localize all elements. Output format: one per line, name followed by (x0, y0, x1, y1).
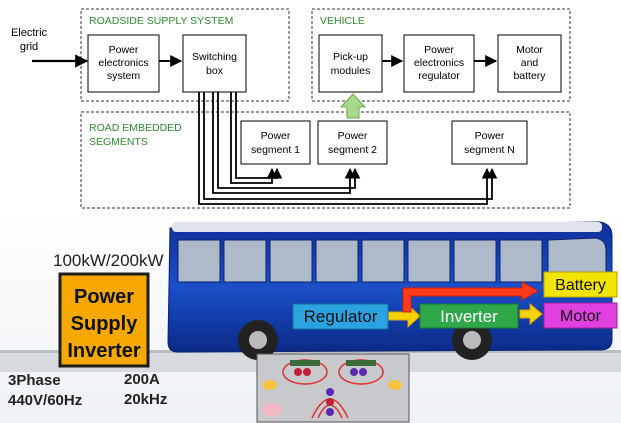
electric-grid-label-line2: grid (20, 41, 38, 53)
motor-box (543, 302, 618, 329)
power-segment-n-block (451, 120, 528, 165)
feeder-segment-n (198, 92, 498, 205)
power-electronics-regulator-label-3: regulator (418, 70, 460, 82)
input-phase-label: 3Phase (8, 372, 61, 389)
power-segment-n-label-2: segment N (464, 144, 515, 156)
power-segment-1-label: Power (261, 130, 291, 142)
vehicle-title: VEHICLE (320, 15, 365, 27)
road-segments-title-line1: ROAD EMBEDDED (89, 122, 182, 134)
power-supply-inverter-box (58, 272, 150, 368)
motor-battery-label-3: battery (513, 70, 546, 82)
power-segment-1-block (240, 120, 311, 165)
inverter-box-line3: Inverter (67, 340, 141, 362)
switching-box-label-2: box (206, 65, 224, 77)
pickup-modules-label: Pick-up (333, 51, 368, 63)
bus-windows (177, 237, 607, 283)
switching-box-label: Switching (192, 51, 237, 63)
power-segment-2-label-2: segment 2 (328, 144, 377, 156)
power-segment-n-label: Power (475, 130, 505, 142)
power-electronics-system-label-2: electronics (98, 57, 148, 69)
battery-label: Battery (555, 277, 606, 294)
roadside-supply-title: ROADSIDE SUPPLY SYSTEM (89, 15, 233, 27)
power-electronics-regulator-label: Power (424, 44, 454, 56)
motor-label: Motor (560, 308, 602, 325)
output-frequency-label: 20kHz (124, 391, 167, 408)
power-electronics-regulator-label-2: electronics (414, 57, 464, 69)
power-electronics-system-label: Power (109, 44, 139, 56)
power-segment-1-label-2: segment 1 (251, 144, 300, 156)
bus-roof (172, 222, 602, 232)
road-segments-title-line2: SEGMENTS (89, 136, 148, 148)
power-rating-label: 100kW/200kW (53, 251, 164, 270)
motor-battery-block (497, 34, 562, 93)
inverter-box-line1: Power (74, 286, 134, 308)
battery-box (543, 271, 618, 298)
motor-battery-label: Motor (516, 44, 543, 56)
feeder-segment-1 (230, 92, 283, 184)
inverter-box-line2: Supply (71, 313, 139, 335)
electric-grid-label-line1: Electric (11, 27, 48, 39)
feeder-segment-2 (212, 92, 361, 194)
block-diagram: ROADSIDE SUPPLY SYSTEM VEHICLE ROAD EMBE… (11, 8, 571, 209)
power-segment-2-label: Power (338, 130, 368, 142)
motor-battery-label-2: and (521, 57, 539, 69)
road-segments-frame (80, 111, 571, 209)
regulator-label: Regulator (304, 307, 378, 326)
power-electronics-system-label-3: system (107, 70, 141, 82)
inverter-label: Inverter (440, 307, 498, 326)
coil-side-lamps (262, 380, 402, 417)
coil-conductors (290, 360, 376, 416)
power-segment-2-block (317, 120, 388, 165)
power-flow-arrows (387, 281, 543, 329)
power-electronics-system-block (87, 34, 160, 93)
switching-box-block (182, 34, 247, 93)
power-electronics-regulator-block (403, 34, 475, 93)
regulator-box (292, 303, 389, 330)
output-current-label: 200A (124, 371, 160, 388)
pickup-modules-label-2: modules (331, 65, 371, 77)
inverter-box (419, 303, 519, 329)
input-voltage-label: 440V/60Hz (8, 392, 82, 409)
inductive-transfer-arrow (339, 93, 367, 119)
bus-illustration: 100kW/200kW Power Supply Inverter 3Phase… (0, 212, 621, 423)
pickup-modules-block (318, 34, 383, 93)
bus-wheels (238, 320, 492, 360)
